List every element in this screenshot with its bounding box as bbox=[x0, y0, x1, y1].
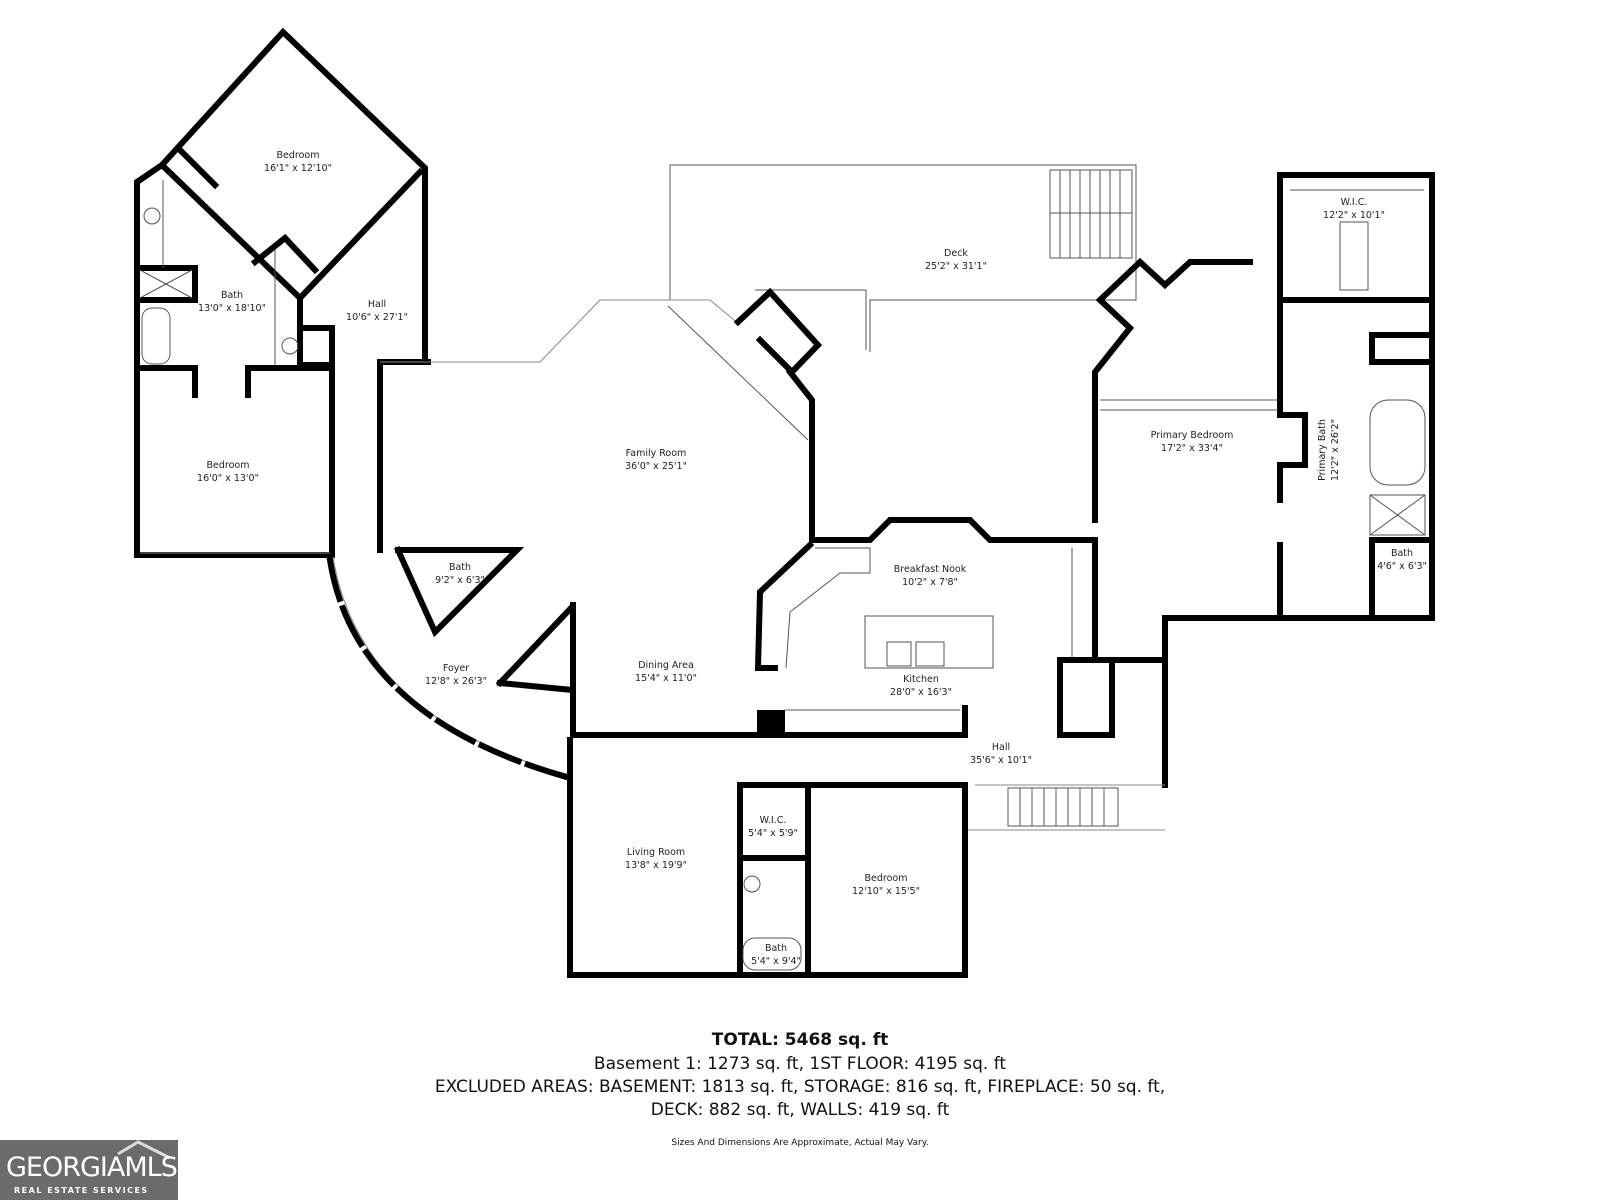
room-name: Hall bbox=[368, 299, 386, 310]
room-dims: 15'4" x 11'0" bbox=[635, 673, 697, 684]
roof-icon bbox=[117, 1140, 171, 1160]
room-dims: 36'0" x 25'1" bbox=[625, 461, 687, 472]
area-breakdown: Basement 1: 1273 sq. ft, 1ST FLOOR: 4195… bbox=[593, 1054, 1007, 1074]
room-name: Deck bbox=[944, 248, 968, 259]
main-walls bbox=[326, 287, 968, 782]
room-dims: 12'2" x 26'2" bbox=[1330, 419, 1341, 481]
primary-suite-walls bbox=[1092, 172, 1435, 621]
excluded-areas: EXCLUDED AREAS: BASEMENT: 1813 sq. ft, S… bbox=[434, 1077, 1166, 1097]
room-dims: 12'2" x 10'1" bbox=[1323, 210, 1385, 221]
room-dims: 13'8" x 19'9" bbox=[625, 860, 687, 871]
room-dims: 5'4" x 9'4" bbox=[751, 956, 801, 967]
total-area: TOTAL: 5468 sq. ft bbox=[711, 1030, 889, 1050]
logo-text: GEORGIAMLS bbox=[6, 1152, 178, 1183]
room-dims: 5'4" x 5'9" bbox=[748, 828, 798, 839]
georgia-mls-logo: GEORGIAMLS REAL ESTATE SERVICES bbox=[0, 1140, 178, 1200]
room-dims: 13'0" x 18'10" bbox=[198, 303, 266, 314]
room-dims: 35'6" x 10'1" bbox=[970, 755, 1032, 766]
room-name: Breakfast Nook bbox=[894, 564, 967, 575]
room-name: W.I.C. bbox=[760, 815, 787, 826]
kitchen-walls bbox=[754, 517, 1098, 711]
room-name: Kitchen bbox=[903, 674, 939, 685]
disclaimer: Sizes And Dimensions Are Approximate, Ac… bbox=[671, 1138, 929, 1148]
room-dims: 28'0" x 16'3" bbox=[890, 687, 952, 698]
room-name: Bedroom bbox=[207, 460, 250, 471]
room-name: Primary Bedroom bbox=[1151, 430, 1234, 441]
room-dims: 25'2" x 31'1" bbox=[925, 261, 987, 272]
left-wing-walls bbox=[134, 27, 428, 558]
room-name: Bath bbox=[765, 943, 787, 954]
room-name: Primary Bath bbox=[1317, 419, 1328, 481]
room-name: Hall bbox=[992, 742, 1010, 753]
room-dims: 17'2" x 33'4" bbox=[1161, 443, 1223, 454]
room-dims: 12'10" x 15'5" bbox=[852, 886, 920, 897]
room-dims: 10'2" x 7'8" bbox=[902, 577, 958, 588]
room-dims: 16'0" x 13'0" bbox=[197, 473, 259, 484]
room-labels: Bedroom 16'1" x 12'10" Bath 13'0" x 18'1… bbox=[197, 150, 1427, 967]
room-name: Family Room bbox=[626, 448, 687, 459]
room-dims: 16'1" x 12'10" bbox=[264, 163, 332, 174]
lower-walls bbox=[567, 618, 1168, 978]
room-name: Bedroom bbox=[865, 873, 908, 884]
room-name: Bedroom bbox=[277, 150, 320, 161]
deck bbox=[669, 164, 1137, 352]
room-dims: 4'6" x 6'3" bbox=[1377, 561, 1427, 572]
room-name: Living Room bbox=[627, 847, 685, 858]
room-dims: 12'8" x 26'3" bbox=[425, 676, 487, 687]
room-name: Bath bbox=[449, 562, 471, 573]
logo-subtitle: REAL ESTATE SERVICES bbox=[14, 1186, 149, 1195]
room-dims: 9'2" x 6'3" bbox=[435, 575, 485, 586]
room-name: Bath bbox=[1391, 548, 1413, 559]
room-name: Dining Area bbox=[638, 660, 694, 671]
room-name: W.I.C. bbox=[1341, 197, 1368, 208]
room-dims: 10'6" x 27'1" bbox=[346, 312, 408, 323]
excluded-areas-cont: DECK: 882 sq. ft, WALLS: 419 sq. ft bbox=[650, 1100, 950, 1120]
room-name: Foyer bbox=[443, 663, 469, 674]
room-name: Bath bbox=[221, 290, 243, 301]
